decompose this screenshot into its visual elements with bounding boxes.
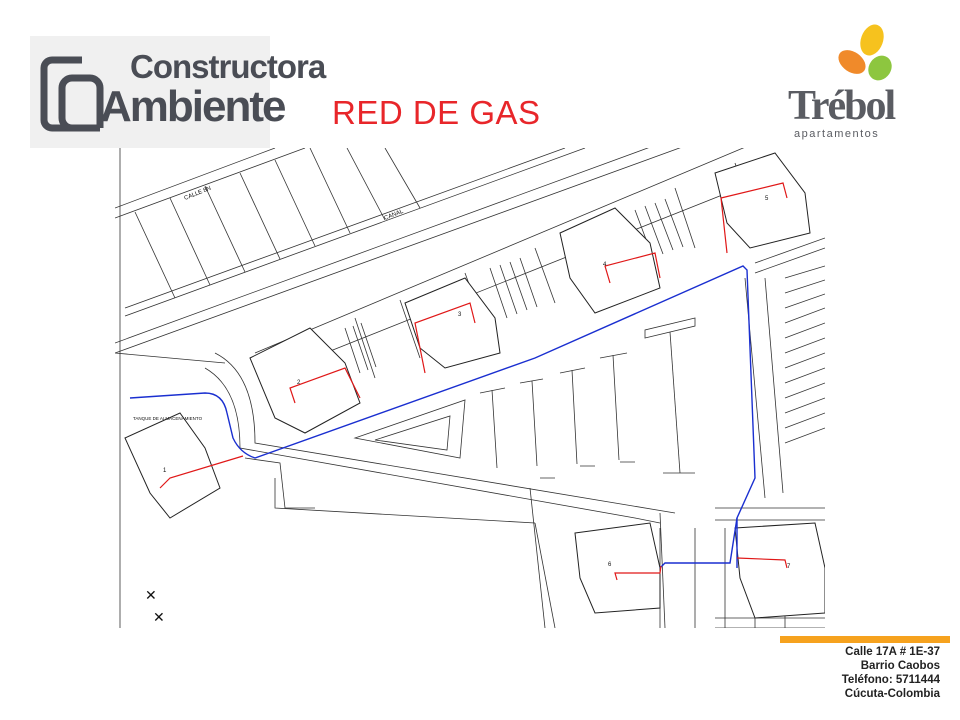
site-plan-drawing: CALLE 8N CANAL TANQUE DE ALMACENAMIENTO … [115, 148, 825, 628]
building-4 [559, 207, 661, 314]
logo-line-constructora: Constructora [130, 48, 326, 85]
trebol-brand: Trébol [788, 83, 896, 129]
neighborhood-line: Barrio Caobos [860, 660, 940, 672]
building-7-number: 7 [787, 564, 791, 570]
building-2-number: 2 [297, 380, 301, 386]
logo-line-ambiente: Ambiente [100, 82, 286, 131]
gas-network-site-plan: CALLE 8N CANAL TANQUE DE ALMACENAMIENTO … [115, 148, 825, 628]
canal-label: CANAL [384, 209, 405, 222]
street-label: CALLE 8N [184, 186, 213, 202]
contact-block: Calle 17A # 1E-37 Barrio Caobos Teléfono… [780, 636, 950, 702]
svg-text:✕: ✕ [153, 609, 165, 625]
accent-bar [780, 636, 950, 643]
trebol-leaves-icon [838, 24, 892, 81]
building-1-number: 1 [163, 468, 167, 474]
building-7 [734, 522, 825, 619]
building-6 [574, 522, 661, 614]
city-line: Cúcuta-Colombia [844, 688, 940, 700]
svg-text:✕: ✕ [145, 587, 157, 603]
constructora-ambiente-logo: Constructora Ambiente [30, 36, 326, 148]
building-3-number: 3 [458, 312, 462, 318]
building-1 [124, 412, 221, 519]
building-4-number: 4 [603, 262, 607, 268]
ca-monogram-icon [40, 56, 104, 132]
building-3 [404, 277, 501, 369]
building-5 [714, 152, 811, 249]
building-5-number: 5 [765, 196, 769, 202]
trebol-logo: Trébol apartamentos [788, 22, 900, 144]
phone-line: Teléfono: 5711444 [841, 674, 940, 686]
building-2 [249, 327, 361, 434]
trebol-subtitle: apartamentos [794, 128, 880, 140]
page-title: RED DE GAS [332, 94, 541, 131]
tank-label: TANQUE DE ALMACENAMIENTO [133, 416, 203, 421]
address-line: Calle 17A # 1E-37 [845, 646, 940, 658]
building-6-number: 6 [608, 562, 612, 568]
